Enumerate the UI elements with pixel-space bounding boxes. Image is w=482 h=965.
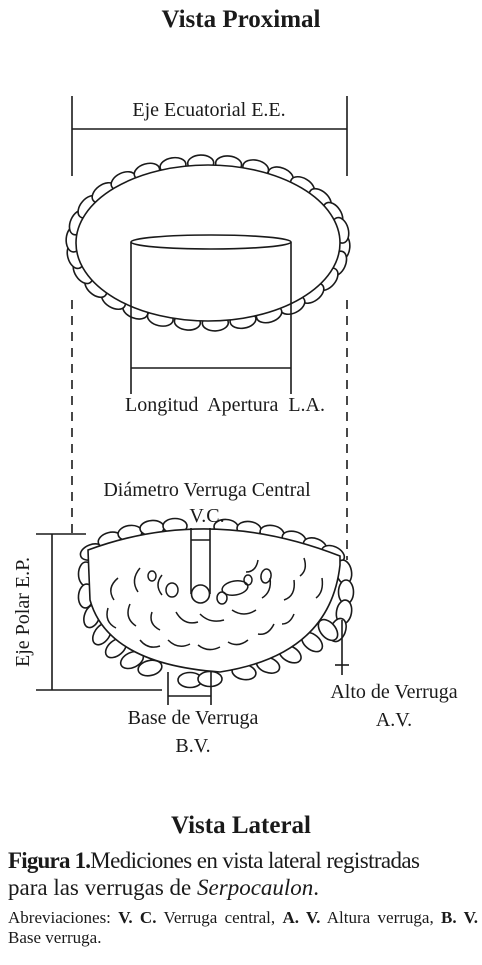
- interior-wart: [175, 611, 199, 624]
- interior-wart: [216, 591, 228, 605]
- interior-wart: [127, 603, 137, 627]
- interior-warts: [106, 557, 324, 651]
- interior-wart: [227, 639, 249, 646]
- wart-base-abbrev-label: B.V.: [175, 735, 210, 757]
- interior-wart: [110, 577, 119, 601]
- figure-caption-line1: Figura 1.Mediciones en vista lateral reg…: [8, 847, 478, 874]
- abbrev-av: A. V.: [282, 908, 321, 927]
- lateral-wart: [137, 659, 163, 677]
- abbrev-vc: V. C.: [118, 908, 157, 927]
- central-wart-diameter-label: Diámetro Verruga Central: [103, 479, 311, 501]
- abbrev-vc-def: Verruga central,: [156, 908, 283, 927]
- abbreviations-note: Abreviaciones: V. C. Verruga central, A.…: [8, 908, 478, 948]
- proximal-view: [65, 96, 351, 394]
- central-wart: [190, 584, 211, 604]
- abbrev-av-def: Altura verruga,: [320, 908, 442, 927]
- lateral-outline: [87, 528, 341, 673]
- lateral-view: [36, 517, 355, 705]
- interior-wart: [197, 644, 221, 651]
- figure-caption-line2: para las verrugas de Serpocaulon.: [8, 874, 478, 901]
- abbrev-intro: Abreviaciones:: [8, 908, 119, 927]
- central-wart-abbrev-label: V.C.: [189, 505, 224, 527]
- abbrev-bv-def: Base verruga.: [8, 928, 102, 947]
- interior-wart: [257, 623, 275, 636]
- interior-wart: [299, 557, 307, 577]
- interior-wart: [147, 570, 157, 582]
- figure-label: Figura 1.: [8, 848, 91, 873]
- interior-wart: [315, 577, 324, 599]
- interior-wart: [133, 567, 141, 593]
- polar-axis-label: Eje Polar E.P.: [12, 557, 34, 667]
- wart-height-label: Alto de Verruga: [330, 681, 457, 703]
- wart-height-abbrev-label: A.V.: [376, 709, 412, 731]
- interior-wart: [231, 609, 257, 615]
- caption-line2-suffix: .: [313, 875, 320, 900]
- interior-wart: [260, 568, 272, 584]
- title-lateral-view: Vista Lateral: [170, 812, 311, 839]
- genus-name: Serpocaulon: [197, 875, 314, 900]
- interior-wart: [157, 574, 163, 596]
- interior-wart: [281, 613, 295, 625]
- caption-line1-text: Mediciones en vista lateral registradas: [90, 848, 420, 873]
- interior-wart: [165, 582, 179, 598]
- abbrev-bv: B. V.: [441, 908, 479, 927]
- wart-base-label: Base de Verruga: [128, 707, 259, 729]
- lateral-wart: [197, 670, 223, 688]
- interior-wart: [139, 639, 161, 648]
- projection-guides: [71, 300, 348, 560]
- interior-wart: [150, 611, 161, 631]
- interior-wart: [167, 639, 191, 647]
- proximal-outline: [75, 164, 341, 322]
- interior-wart: [283, 579, 296, 601]
- title-proximal-view: Vista Proximal: [161, 6, 321, 33]
- equatorial-axis-label: Eje Ecuatorial E.E.: [132, 99, 285, 121]
- opening-length-label: Longitud Apertura L.A.: [125, 394, 325, 416]
- interior-wart: [245, 559, 259, 573]
- interior-wart: [199, 613, 225, 622]
- interior-wart: [106, 607, 117, 629]
- interior-wart: [243, 574, 253, 586]
- spore-measurement-diagram: Eje Ecuatorial E.E. Longitud Apertura L.…: [12, 96, 458, 757]
- caption-line2-prefix: para las verrugas de: [8, 875, 198, 900]
